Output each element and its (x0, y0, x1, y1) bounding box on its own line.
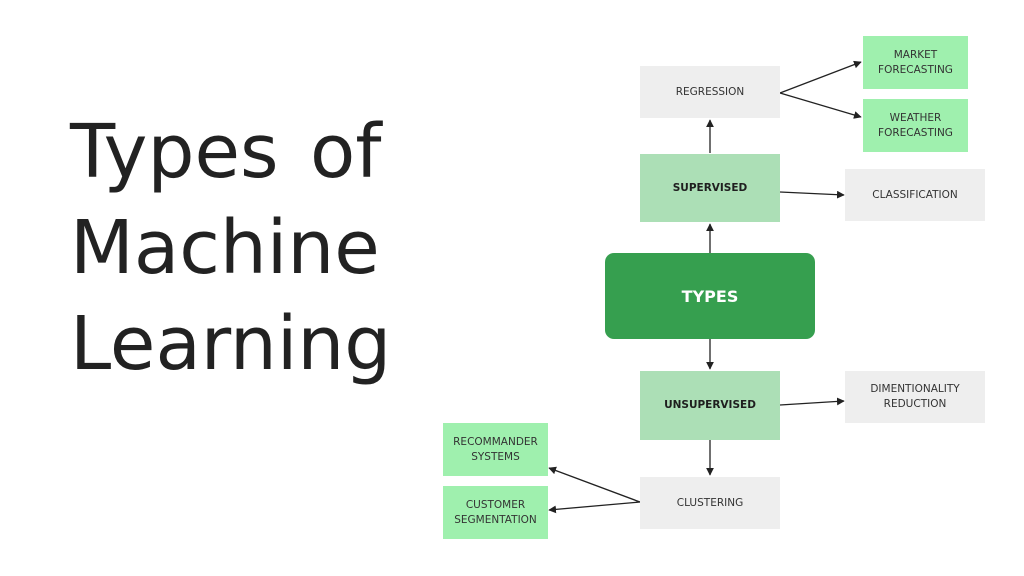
arrow-regression-to-market (779, 60, 862, 94)
title-line-2: Machine (70, 205, 380, 291)
title-line-1: Types of (70, 109, 382, 195)
node-customer-segmentation: CUSTOMER SEGMENTATION (443, 486, 548, 539)
arrow-clustering-to-recommender (548, 466, 641, 503)
node-recommender-systems: RECOMMANDER SYSTEMS (443, 423, 548, 476)
arrow-clustering-to-customer (548, 501, 641, 514)
node-supervised: SUPERVISED (640, 154, 780, 222)
arrow-unsupervised-to-dimensionality (779, 397, 845, 406)
node-weather-forecasting: WEATHER FORECASTING (863, 99, 968, 152)
arrow-regression-to-weather (779, 92, 862, 119)
node-dimensionality-reduction: DIMENTIONALITY REDUCTION (845, 371, 985, 423)
node-types: TYPES (605, 253, 815, 339)
page-title: Types of Machine Learning (70, 104, 391, 392)
node-classification: CLASSIFICATION (845, 169, 985, 221)
node-market-forecasting: MARKET FORECASTING (863, 36, 968, 89)
title-line-3: Learning (70, 301, 392, 387)
node-unsupervised: UNSUPERVISED (640, 371, 780, 440)
node-clustering: CLUSTERING (640, 477, 780, 529)
node-regression: REGRESSION (640, 66, 780, 118)
arrow-supervised-to-classification (779, 190, 845, 199)
